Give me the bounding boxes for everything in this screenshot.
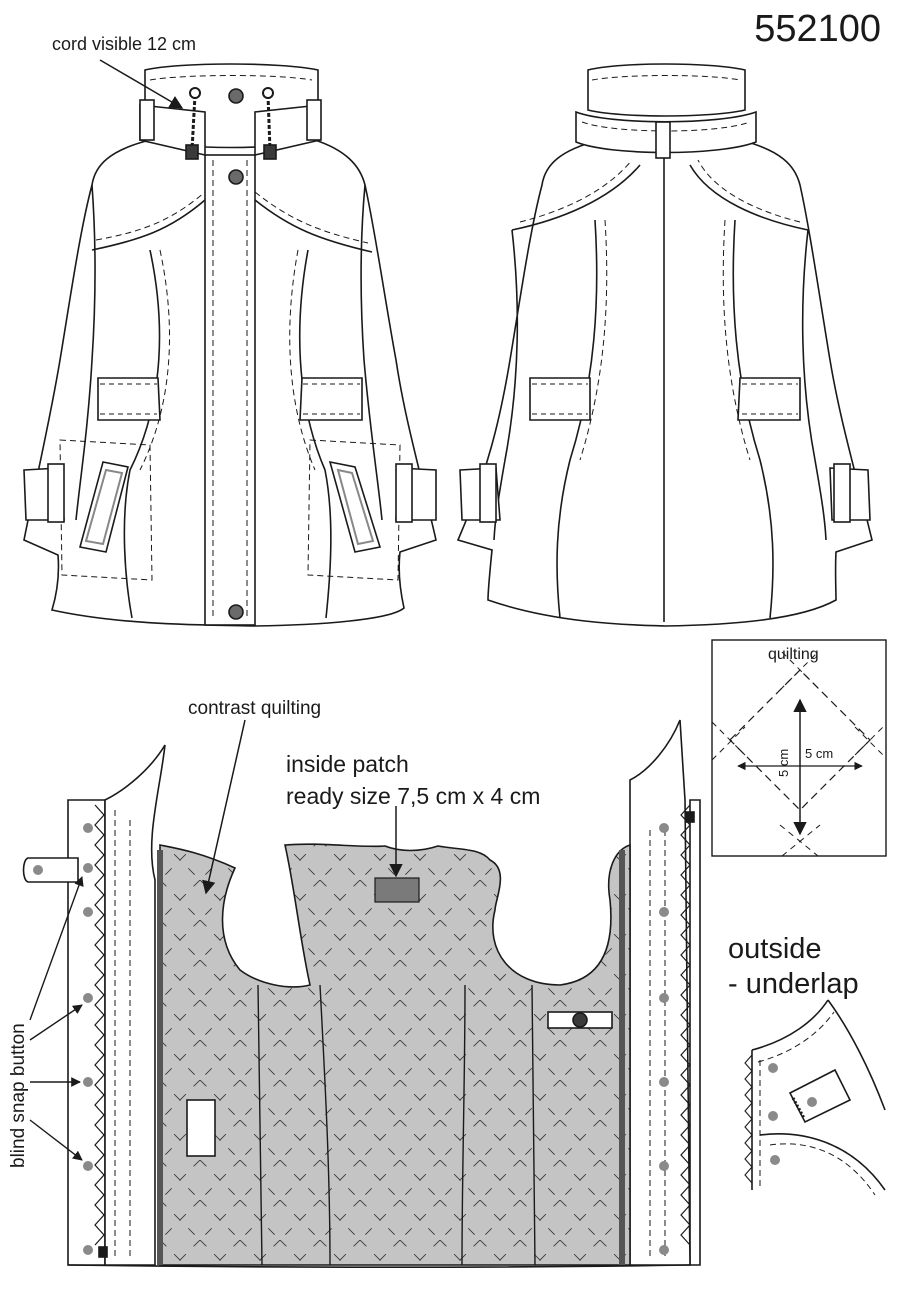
quilting-detail-title: quilting	[768, 646, 819, 663]
inside-patch-callout: inside patch	[286, 751, 409, 777]
contrast-quilting-callout: contrast quilting	[188, 698, 322, 719]
back-view	[456, 63, 873, 627]
contrast-quilting-arrow	[202, 719, 246, 895]
underlap-callout: - underlap	[728, 968, 859, 1000]
quilting-height-label: 5 cm	[776, 748, 791, 777]
outside-callout: outside	[728, 933, 822, 965]
blind-snap-arrow-2	[29, 1004, 83, 1041]
blind-snap-arrow-4	[29, 1119, 83, 1161]
inside-patch-size-callout: ready size 7,5 cm x 4 cm	[286, 783, 541, 809]
quilting-width-label: 5 cm	[805, 746, 834, 761]
blind-snap-arrow-1	[29, 876, 84, 1021]
inside-view	[22, 719, 701, 1269]
front-view	[23, 63, 437, 627]
style-number: 552100	[754, 8, 881, 50]
cord-callout: cord visible 12 cm	[52, 34, 197, 54]
quilting-detail-box	[711, 639, 887, 857]
cord-arrow	[99, 59, 184, 109]
blind-snap-callout: blind snap button	[8, 1023, 29, 1168]
outside-underlap-detail	[744, 999, 886, 1196]
